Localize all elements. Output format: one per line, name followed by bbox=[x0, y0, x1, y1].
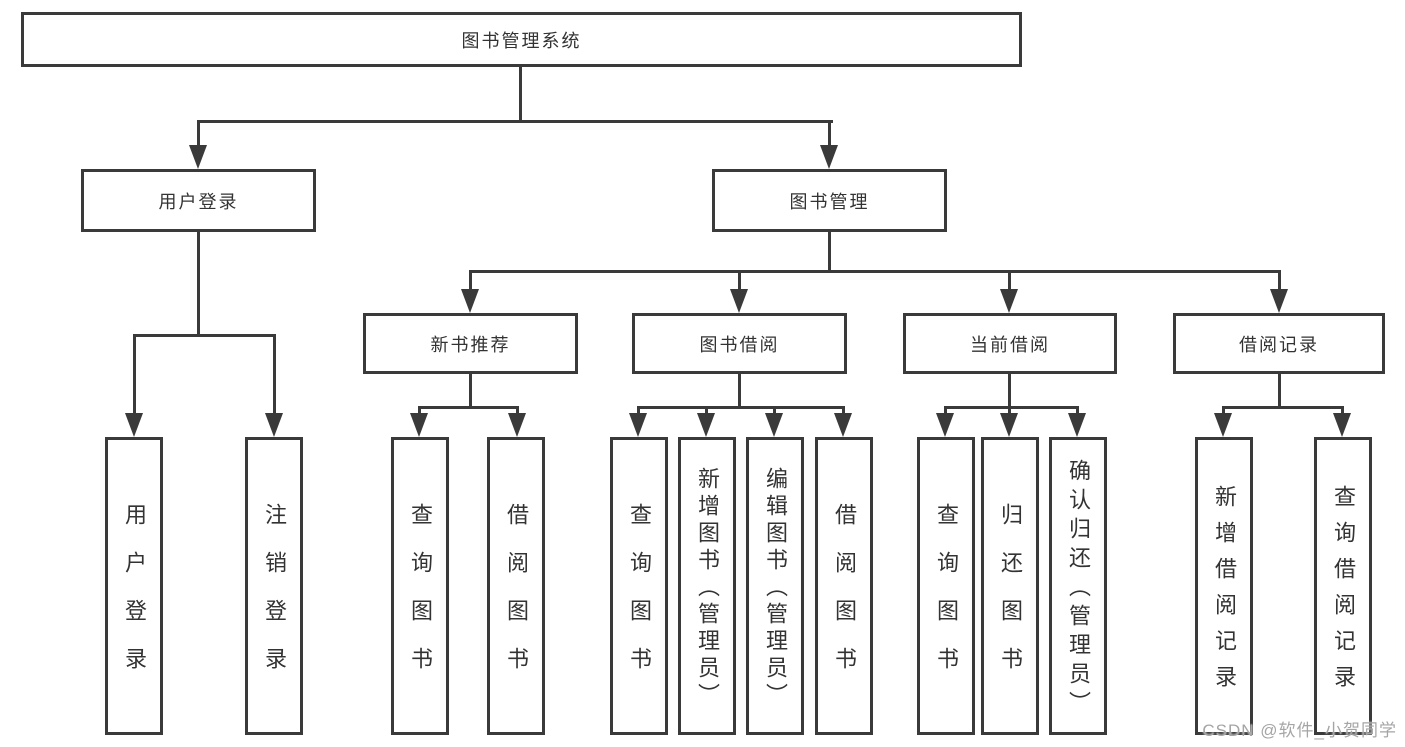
node-label: 编辑图书（管理员） bbox=[763, 467, 788, 710]
node-label: 查询借阅记录 bbox=[1331, 485, 1356, 701]
connector-line bbox=[469, 270, 472, 296]
node-current-borrowing: 当前借阅 bbox=[903, 313, 1117, 374]
arrowhead-icon bbox=[1068, 413, 1086, 437]
leaf-query-books-current: 查询图书 bbox=[917, 437, 975, 735]
leaf-borrow-books-recommend: 借阅图书 bbox=[487, 437, 545, 735]
arrowhead-icon bbox=[629, 413, 647, 437]
connector-line bbox=[273, 334, 276, 418]
leaf-return-book: 归还图书 bbox=[981, 437, 1039, 735]
arrowhead-icon bbox=[508, 413, 526, 437]
node-label: 新增图书（管理员） bbox=[695, 467, 720, 710]
connector-line bbox=[1008, 270, 1011, 296]
arrowhead-icon bbox=[1333, 413, 1351, 437]
arrowhead-icon bbox=[820, 145, 838, 169]
csdn-watermark: CSDN @软件_小贺同学 bbox=[1202, 721, 1397, 740]
connector-line bbox=[418, 406, 519, 409]
node-new-book-recommend: 新书推荐 bbox=[363, 313, 578, 374]
node-label: 查询图书 bbox=[408, 503, 433, 695]
node-book-borrowing: 图书借阅 bbox=[632, 313, 847, 374]
connector-line bbox=[828, 120, 831, 150]
leaf-query-borrow-record: 查询借阅记录 bbox=[1314, 437, 1372, 735]
connector-line bbox=[133, 334, 136, 418]
arrowhead-icon bbox=[936, 413, 954, 437]
node-label: 借阅图书 bbox=[832, 503, 857, 695]
arrowhead-icon bbox=[125, 413, 143, 437]
leaf-logout: 注销登录 bbox=[245, 437, 303, 735]
arrowhead-icon bbox=[189, 145, 207, 169]
connector-line bbox=[519, 67, 522, 122]
node-label: 用户登录 bbox=[158, 191, 239, 212]
arrowhead-icon bbox=[1214, 413, 1232, 437]
arrowhead-icon bbox=[1270, 289, 1288, 313]
node-label: 归还图书 bbox=[998, 503, 1023, 695]
node-label: 借阅图书 bbox=[504, 503, 529, 695]
node-label: 图书管理系统 bbox=[461, 30, 582, 51]
connector-line bbox=[1222, 406, 1344, 409]
arrowhead-icon bbox=[730, 289, 748, 313]
connector-line bbox=[469, 270, 1281, 273]
arrowhead-icon bbox=[1000, 413, 1018, 437]
node-label: 当前借阅 bbox=[970, 334, 1050, 355]
connector-line bbox=[637, 406, 845, 409]
connector-line bbox=[133, 334, 276, 337]
node-root-library-system: 图书管理系统 bbox=[21, 12, 1022, 67]
leaf-user-login: 用户登录 bbox=[105, 437, 163, 735]
node-label: 查询图书 bbox=[627, 503, 652, 695]
connector-line bbox=[738, 374, 741, 408]
connector-line bbox=[1278, 270, 1281, 296]
leaf-query-books-recommend: 查询图书 bbox=[391, 437, 449, 735]
connector-line bbox=[1008, 374, 1011, 408]
node-user-login: 用户登录 bbox=[81, 169, 316, 232]
leaf-query-books-borrowing: 查询图书 bbox=[610, 437, 668, 735]
node-label: 新书推荐 bbox=[430, 334, 511, 355]
arrowhead-icon bbox=[697, 413, 715, 437]
node-label: 图书管理 bbox=[789, 191, 870, 212]
arrowhead-icon bbox=[1000, 289, 1018, 313]
leaf-borrow-books-2: 借阅图书 bbox=[815, 437, 873, 735]
arrowhead-icon bbox=[461, 289, 479, 313]
node-label: 新增借阅记录 bbox=[1212, 485, 1237, 701]
connector-line bbox=[944, 406, 1079, 409]
connector-line bbox=[828, 232, 831, 273]
leaf-add-book-admin: 新增图书（管理员） bbox=[678, 437, 736, 735]
leaf-add-borrow-record: 新增借阅记录 bbox=[1195, 437, 1253, 735]
connector-line bbox=[738, 270, 741, 296]
node-label: 图书借阅 bbox=[699, 334, 780, 355]
node-label: 确认归还（管理员） bbox=[1066, 459, 1091, 720]
arrowhead-icon bbox=[410, 413, 428, 437]
arrowhead-icon bbox=[265, 413, 283, 437]
node-label: 借阅记录 bbox=[1239, 334, 1319, 355]
node-label: 注销登录 bbox=[262, 503, 287, 695]
leaf-confirm-return-admin: 确认归还（管理员） bbox=[1049, 437, 1107, 735]
node-label: 用户登录 bbox=[122, 503, 147, 695]
connector-line bbox=[1278, 374, 1281, 408]
arrowhead-icon bbox=[834, 413, 852, 437]
connector-line bbox=[197, 232, 200, 337]
connector-line bbox=[197, 120, 833, 123]
leaf-edit-book-admin: 编辑图书（管理员） bbox=[746, 437, 804, 735]
arrowhead-icon bbox=[765, 413, 783, 437]
connector-line bbox=[197, 120, 200, 150]
connector-line bbox=[469, 374, 472, 408]
node-borrowing-records: 借阅记录 bbox=[1173, 313, 1385, 374]
node-label: 查询图书 bbox=[934, 503, 959, 695]
node-book-management: 图书管理 bbox=[712, 169, 947, 232]
